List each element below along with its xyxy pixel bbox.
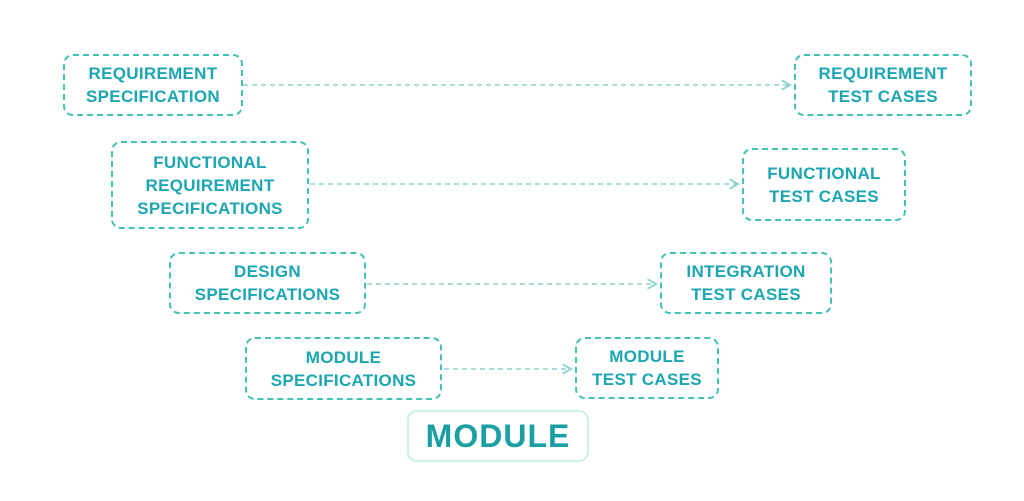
box-label-line: TEST CASES xyxy=(592,370,702,389)
box-label-line: SPECIFICATIONS xyxy=(137,198,283,218)
functional-requirement-specifications-box: FUNCTIONAL REQUIREMENT SPECIFICATIONS xyxy=(111,141,309,229)
requirement-test-cases-box: REQUIREMENT TEST CASES xyxy=(794,54,972,116)
box-label-line: SPECIFICATIONS xyxy=(270,370,417,390)
box-label-line: MODULE xyxy=(609,347,685,366)
box-label-line: SPECIFICATIONS xyxy=(194,285,341,304)
design-specifications-box: DESIGN SPECIFICATIONS xyxy=(169,252,366,314)
box-label-line: REQUIREMENT xyxy=(88,64,218,83)
integration-test-cases-box: INTEGRATION TEST CASES xyxy=(660,252,832,314)
box-label-line: INTEGRATION xyxy=(686,262,806,281)
module-test-cases-box: MODULE TEST CASES xyxy=(575,337,719,399)
box-label-line: SPECIFICATION xyxy=(86,87,220,106)
module-base-box: MODULE xyxy=(407,410,589,462)
box-label-line: FUNCTIONAL xyxy=(767,163,881,183)
functional-test-cases-box: FUNCTIONAL TEST CASES xyxy=(742,148,906,221)
module-specifications-box: MODULE SPECIFICATIONS xyxy=(245,337,442,400)
box-label-line: DESIGN xyxy=(234,262,301,281)
box-label-line: REQUIREMENT xyxy=(818,64,948,83)
box-label-line: REQUIREMENT xyxy=(145,175,275,195)
box-label-line: FUNCTIONAL xyxy=(153,152,267,172)
requirement-specification-box: REQUIREMENT SPECIFICATION xyxy=(63,54,243,116)
box-label-line: MODULE xyxy=(305,347,382,367)
box-label-line: TEST CASES xyxy=(691,285,801,304)
module-base-label: MODULE xyxy=(425,417,571,454)
box-label-line: TEST CASES xyxy=(769,186,879,206)
box-label-line: TEST CASES xyxy=(828,87,938,106)
